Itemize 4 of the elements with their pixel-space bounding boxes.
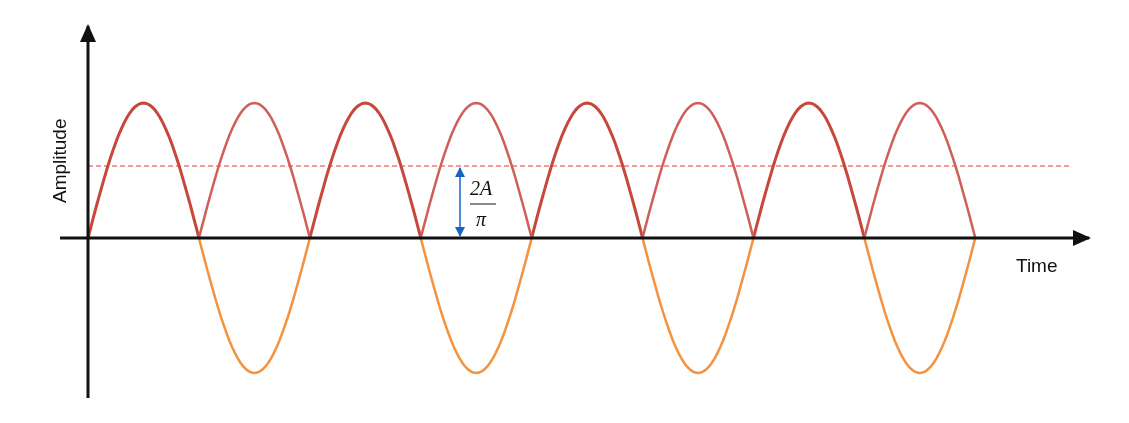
formula-numerator: 2A	[470, 178, 493, 198]
formula-denominator: π	[476, 209, 487, 229]
axis-label: Amplitude	[50, 118, 69, 203]
axis-label: Time	[1016, 256, 1058, 275]
